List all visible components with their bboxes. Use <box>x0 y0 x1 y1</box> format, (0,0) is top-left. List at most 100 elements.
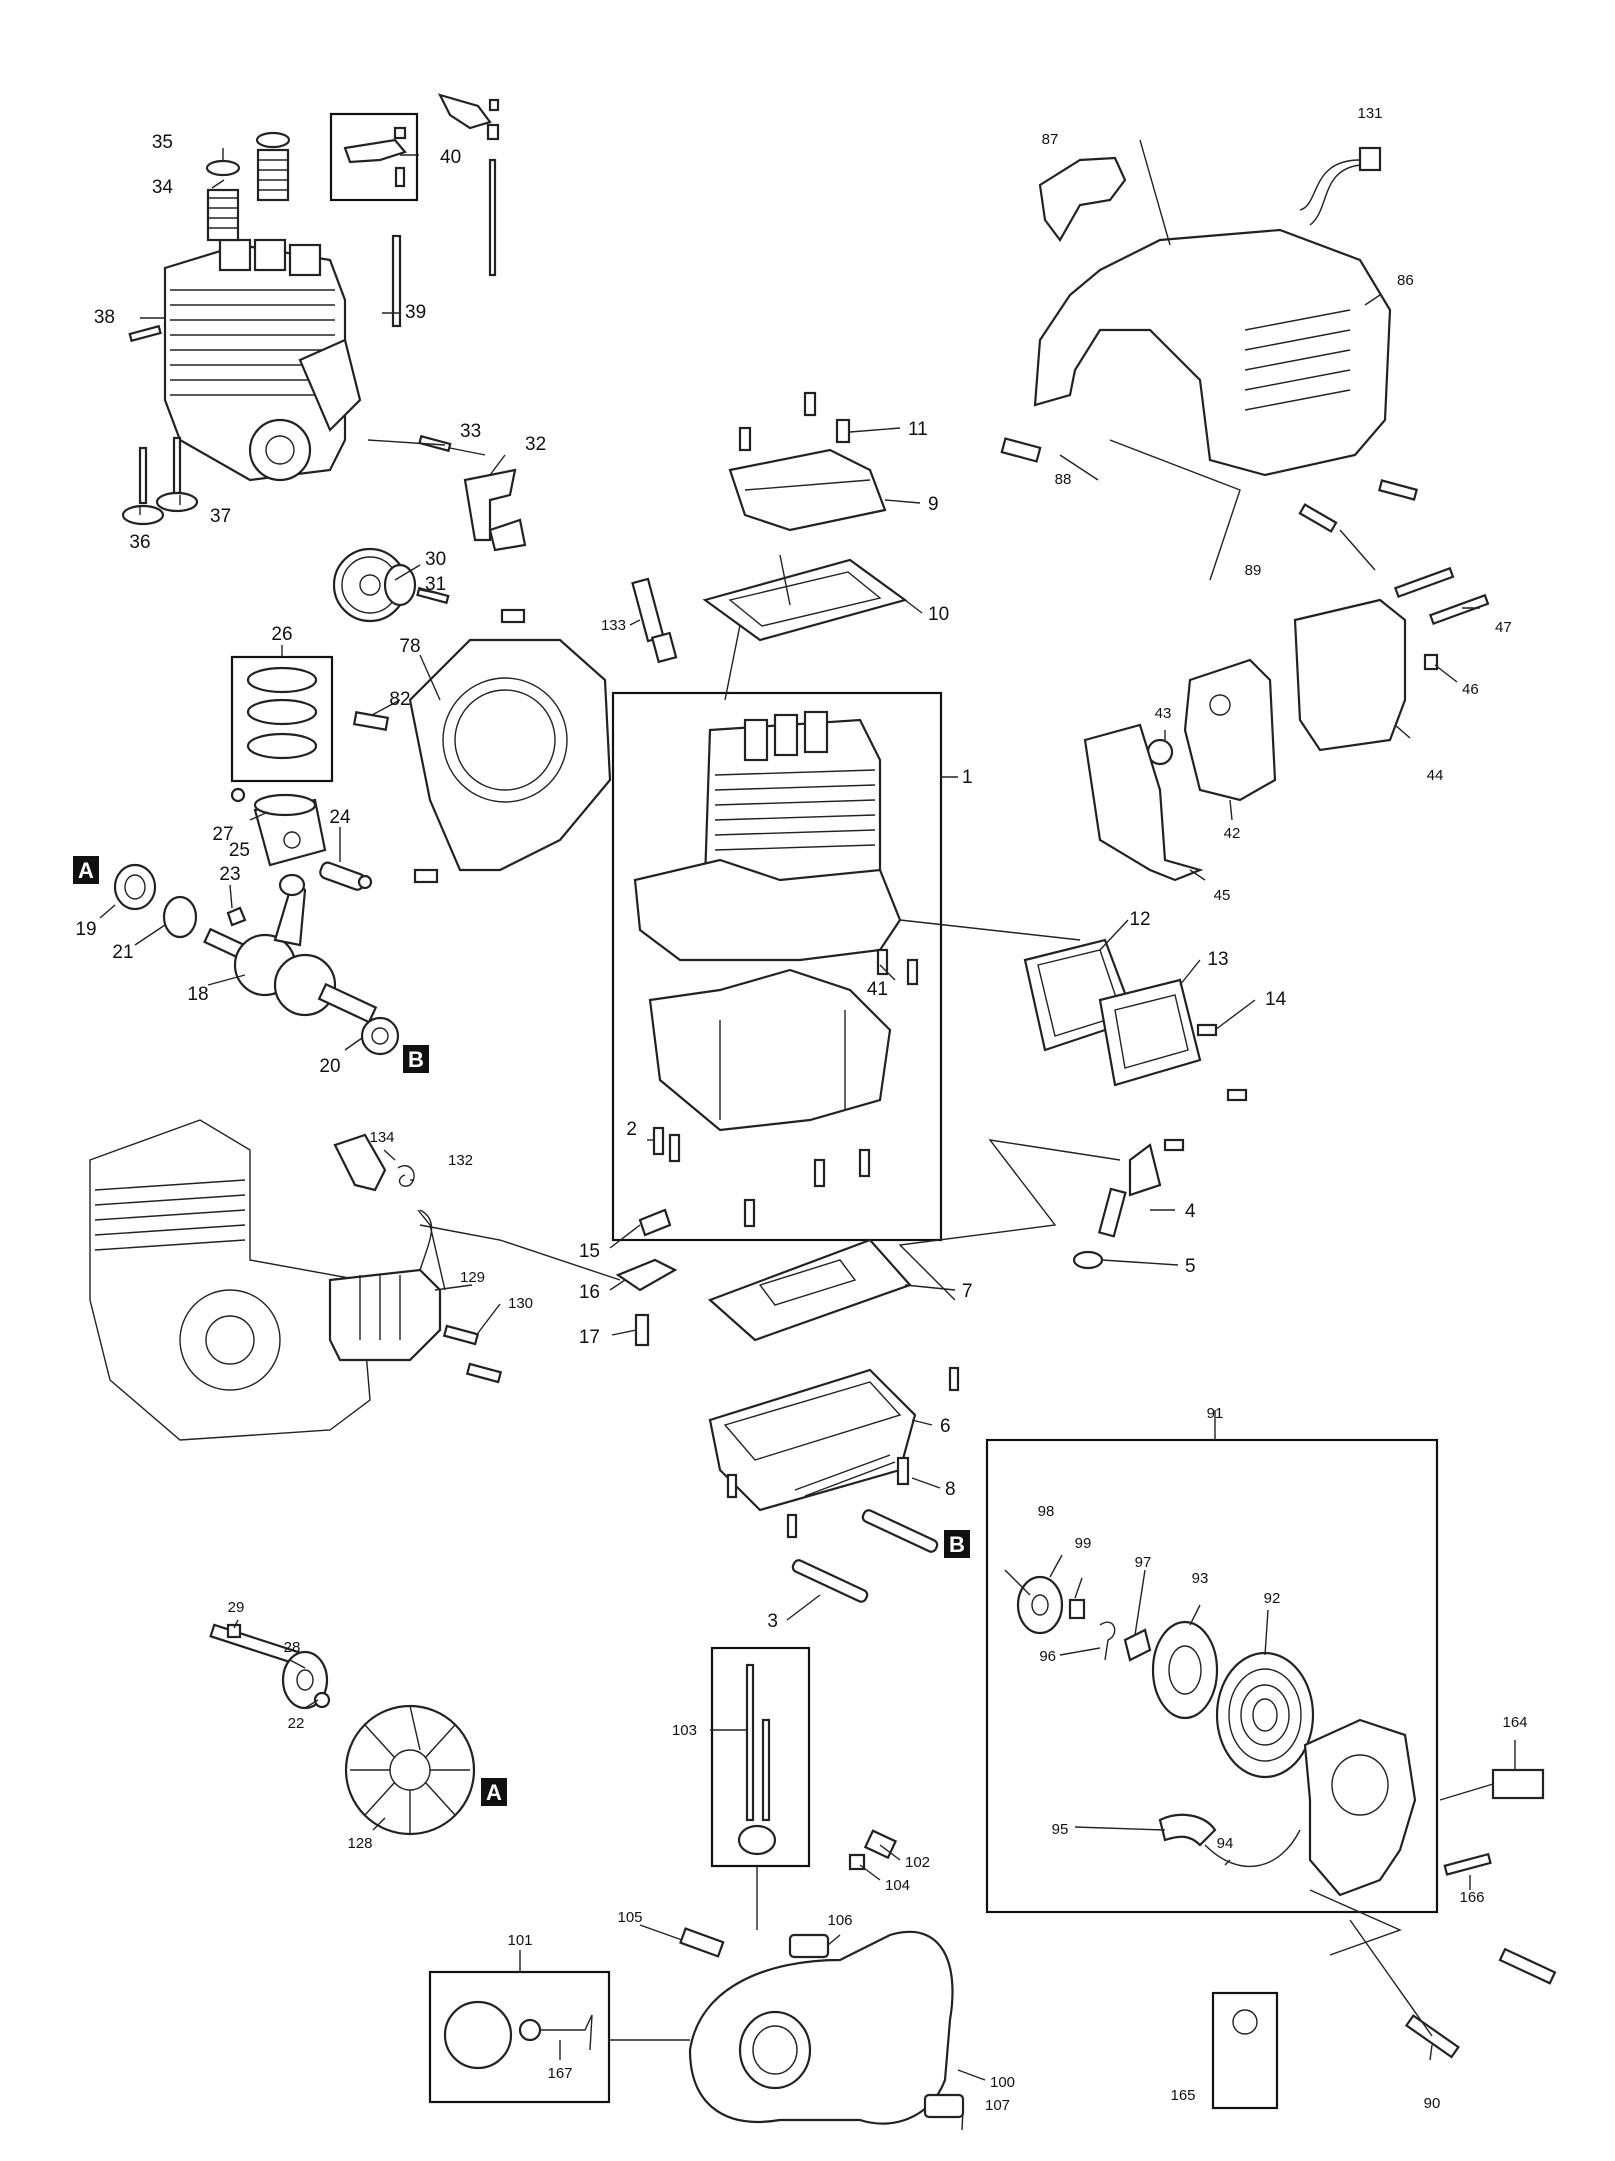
plug-105 <box>679 1927 725 1958</box>
label-97: 97 <box>1135 1554 1152 1571</box>
label-24: 24 <box>329 807 351 828</box>
bolt-2 <box>652 1126 665 1156</box>
crankcase-cover-78 <box>408 638 612 872</box>
starter-case-91 <box>1303 1718 1417 1897</box>
group-box-40 <box>329 112 419 202</box>
label-131: 131 <box>1357 105 1382 122</box>
reel-93 <box>1151 1620 1219 1720</box>
spring-132 <box>397 1165 415 1187</box>
bolt-8 <box>896 1456 910 1486</box>
bolt-17 <box>634 1313 650 1347</box>
cam-follower-32 <box>463 468 517 542</box>
label-10: 10 <box>928 604 949 625</box>
label-47: 47 <box>1495 619 1512 636</box>
label-5: 5 <box>1185 1256 1196 1277</box>
group-box-91 <box>985 1438 1439 1914</box>
sticker-166 <box>1443 1852 1492 1876</box>
spark-plug-cap-134 <box>333 1133 387 1192</box>
leader-lines <box>99 139 1516 2131</box>
ignition-coil-129 <box>328 1209 442 1362</box>
label-1: 1 <box>962 767 973 788</box>
label-15: 15 <box>579 1241 600 1262</box>
svg-text:B: B <box>949 1532 965 1557</box>
fuel-tank-100 <box>688 1930 954 2125</box>
label-82: 82 <box>389 689 410 710</box>
part-labels: 35 34 40 38 39 33 32 37 36 30 31 26 27 2… <box>75 105 1527 2114</box>
group-box-1 <box>611 691 943 1242</box>
label-105: 105 <box>617 1909 642 1926</box>
label-38: 38 <box>94 307 115 328</box>
label-40: 40 <box>440 147 461 168</box>
bolt-14 <box>1196 1023 1218 1037</box>
label-21: 21 <box>112 942 133 963</box>
label-45: 45 <box>1214 887 1231 904</box>
fuel-cap-101 <box>443 2000 542 2070</box>
valves-36-37 <box>121 436 199 526</box>
label-101: 101 <box>507 1932 532 1949</box>
seal-21 <box>162 895 198 939</box>
retainer-167 <box>540 2014 593 2051</box>
label-100: 100 <box>990 2074 1015 2091</box>
label-22: 22 <box>288 1715 305 1732</box>
grommet-106 <box>788 1933 830 1959</box>
label-107: 107 <box>985 2097 1010 2114</box>
muffler-42 <box>1183 658 1277 802</box>
flywheel-128 <box>344 1704 476 1836</box>
label-31: 31 <box>425 574 446 595</box>
label-98: 98 <box>1038 1503 1055 1520</box>
label-44: 44 <box>1427 767 1444 784</box>
gasket-7 <box>707 1238 912 1342</box>
label-41: 41 <box>867 979 888 1000</box>
recoil-spring-92 <box>1215 1651 1315 1779</box>
muffler-cover-44 <box>1293 598 1407 752</box>
label-32: 32 <box>525 434 546 455</box>
insulator-13 <box>1098 978 1202 1087</box>
pin-3 <box>791 1559 869 1603</box>
bearing-19 <box>113 863 157 911</box>
valve-spring-34 <box>205 131 291 242</box>
label-6: 6 <box>940 1416 951 1437</box>
label-132: 132 <box>448 1152 473 1169</box>
cam-gear-30 <box>332 547 417 623</box>
label-25: 25 <box>229 840 250 861</box>
rope-94 <box>1204 1829 1301 1868</box>
rocker-cover-9 <box>728 448 887 532</box>
label-90: 90 <box>1424 2095 1441 2112</box>
cylinder-head-illustration <box>163 238 362 482</box>
label-39: 39 <box>405 302 426 323</box>
label-18: 18 <box>187 984 208 1005</box>
label-29: 29 <box>228 1599 245 1616</box>
bolt-88 <box>1000 437 1042 463</box>
label-128: 128 <box>347 1835 372 1852</box>
label-8: 8 <box>945 1479 956 1500</box>
label-95: 95 <box>1052 1821 1069 1838</box>
cylinder-block-1 <box>633 710 902 1228</box>
label-36: 36 <box>129 532 150 553</box>
fan-cover-86 <box>1033 228 1392 477</box>
label-19: 19 <box>75 919 96 940</box>
label-sticker-165 <box>1211 1991 1279 2110</box>
label-165: 165 <box>1170 2087 1195 2104</box>
label-26: 26 <box>271 624 292 645</box>
marker-b-recoil: B <box>944 1530 970 1558</box>
label-34: 34 <box>152 177 174 198</box>
label-30: 30 <box>425 549 446 570</box>
bolt-47 <box>1428 593 1490 626</box>
bearing-20 <box>360 1016 400 1056</box>
bolt-99 <box>1068 1598 1086 1620</box>
label-23: 23 <box>219 864 240 885</box>
nut-22 <box>313 1691 331 1709</box>
label-27: 27 <box>212 824 233 845</box>
label-92: 92 <box>1264 1590 1281 1607</box>
label-93: 93 <box>1192 1570 1209 1587</box>
crankshaft-18 <box>203 873 378 1024</box>
svg-text:B: B <box>408 1047 424 1072</box>
washer-5 <box>1072 1250 1104 1270</box>
label-166: 166 <box>1459 1889 1484 1906</box>
label-42: 42 <box>1224 825 1241 842</box>
gasket-10 <box>702 558 908 642</box>
label-99: 99 <box>1075 1535 1092 1552</box>
label-37: 37 <box>210 506 231 527</box>
label-129: 129 <box>460 1269 485 1286</box>
